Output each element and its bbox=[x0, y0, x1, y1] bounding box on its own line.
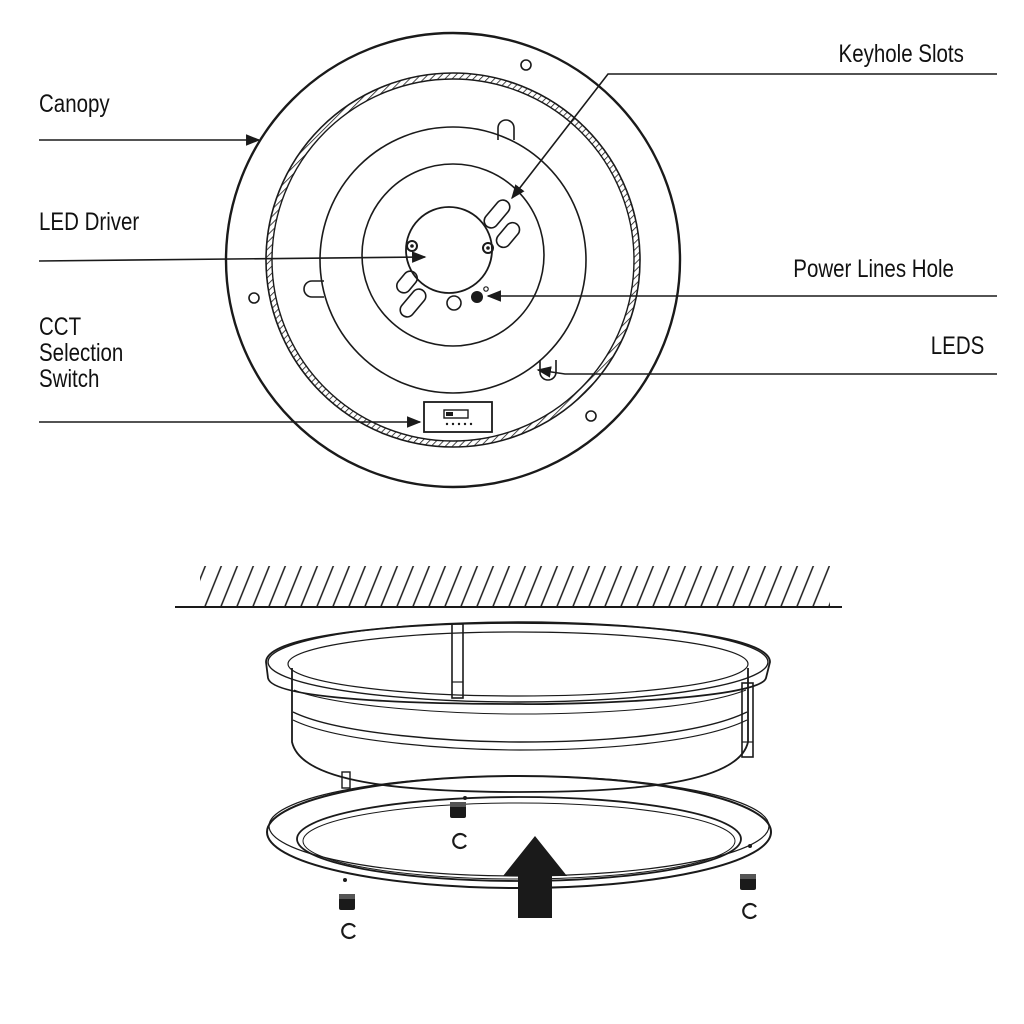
cct-switch bbox=[423, 401, 493, 433]
leader-keyhole-slots bbox=[511, 73, 997, 200]
arrow-up-icon bbox=[503, 836, 567, 918]
leader-lines bbox=[38, 73, 997, 428]
c-clip-icon bbox=[452, 832, 467, 850]
leader-led-driver bbox=[38, 251, 427, 263]
led-driver-disc bbox=[405, 206, 493, 294]
fixture-body bbox=[265, 621, 771, 793]
threaded-post bbox=[741, 682, 754, 758]
cap-nut bbox=[339, 894, 355, 910]
c-clip-icon bbox=[341, 922, 356, 940]
keyhole-slot bbox=[495, 221, 521, 249]
ceiling bbox=[170, 560, 860, 608]
mount-hole bbox=[248, 292, 260, 304]
leader-leds bbox=[536, 366, 997, 378]
label-cct-line2: Selection bbox=[39, 339, 124, 367]
label-cct-line3: Switch bbox=[39, 365, 100, 393]
top-view-canopy bbox=[224, 31, 682, 489]
label-leds: LEDS bbox=[930, 332, 984, 360]
label-cct-selection-switch: CCT Selection Switch bbox=[39, 314, 123, 392]
canopy-flange bbox=[265, 622, 771, 706]
threaded-post bbox=[451, 623, 464, 699]
label-led-driver: LED Driver bbox=[39, 208, 140, 236]
mount-hole bbox=[585, 410, 597, 422]
fixture-drum bbox=[291, 668, 749, 793]
inner-ring bbox=[361, 163, 545, 347]
keyhole-slot bbox=[399, 288, 427, 318]
mount-hole bbox=[520, 59, 532, 71]
screw-icon bbox=[406, 240, 418, 252]
cap-nut bbox=[450, 802, 466, 818]
keyhole-slot bbox=[395, 270, 419, 294]
led-ring bbox=[319, 126, 587, 394]
label-canopy: Canopy bbox=[39, 90, 110, 118]
canopy-outer-rim bbox=[224, 31, 682, 489]
cap-nut bbox=[740, 874, 756, 890]
mount-tab bbox=[303, 280, 324, 298]
small-hole bbox=[446, 295, 462, 311]
mount-tab bbox=[497, 119, 515, 140]
label-keyhole-slots: Keyhole Slots bbox=[838, 40, 964, 68]
screw-icon bbox=[482, 242, 494, 254]
label-cct-line1: CCT bbox=[39, 313, 82, 341]
c-clip-icon bbox=[742, 902, 757, 920]
keyhole-slot bbox=[483, 199, 511, 229]
label-power-lines-hole: Power Lines Hole bbox=[793, 255, 954, 283]
hatched-ring bbox=[266, 73, 641, 447]
power-lines-hole bbox=[471, 291, 483, 303]
